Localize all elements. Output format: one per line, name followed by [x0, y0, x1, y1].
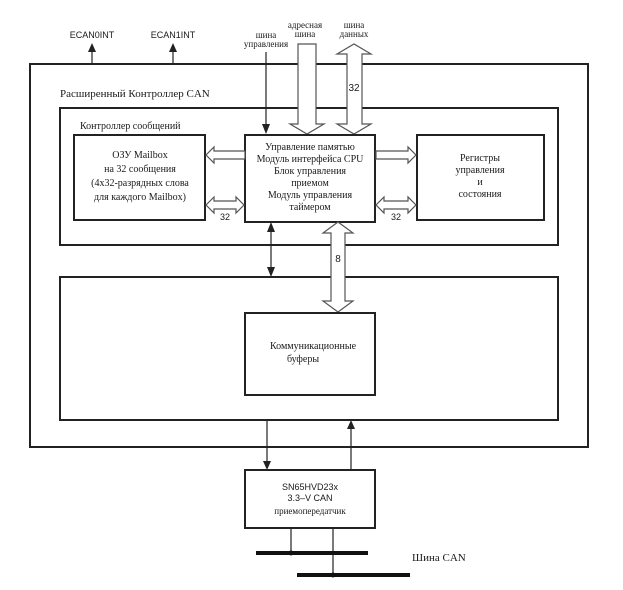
can-l-junction — [330, 572, 336, 578]
mailbox-ram-text-1: ОЗУ Mailbox — [112, 150, 167, 161]
message-controller-title: Контроллер сообщений — [80, 121, 181, 132]
buffer-bus-arrow-icon — [321, 221, 355, 313]
mailbox-ram-text-4: для каждого Mailbox) — [94, 192, 186, 203]
buffer-bus-width-label: 8 — [335, 254, 341, 265]
rx-arrow-icon — [347, 420, 355, 429]
comm-buffers-text-2: буферы — [287, 354, 319, 365]
address-bus-label-2: шина — [295, 29, 316, 39]
cpu-interface-box — [244, 134, 376, 223]
ecan0int-label: ECAN0INT — [70, 30, 115, 40]
mailbox-ram-box — [73, 134, 206, 221]
transceiver-text-1: SN65HVD23x — [282, 482, 339, 492]
comm-buffers-text-1: Коммуникационные — [270, 341, 357, 352]
can-h-junction — [288, 550, 294, 556]
control-bus-label-2: управления — [244, 39, 288, 49]
cpu-link-down-arrow-icon — [267, 267, 275, 277]
data-bus-arrow-icon — [334, 43, 374, 135]
enhanced-controller-title: Расширенный Контроллер CAN — [60, 88, 210, 100]
data-bus-width-label: 32 — [348, 83, 360, 94]
address-bus-arrow-icon — [287, 43, 327, 135]
registers-write-arrow-icon — [375, 145, 417, 165]
registers-box — [416, 134, 545, 221]
left-bus-width-label: 32 — [220, 212, 230, 222]
cpu-block-text-4: приемом — [291, 178, 329, 189]
transceiver-text-3: приемопередатчик — [274, 506, 346, 516]
ecan1int-label: ECAN1INT — [151, 30, 196, 40]
registers-text-1: Регистры — [460, 153, 500, 164]
ecan1int-arrow-icon — [169, 43, 177, 52]
cpu-block-text-3: Блок управления — [274, 166, 346, 177]
cpu-block-text-1: Управление памятью — [265, 142, 355, 153]
transceiver-box — [244, 469, 376, 529]
registers-data-arrow-icon — [375, 195, 417, 215]
comm-buffers-box — [244, 312, 376, 396]
mailbox-ram-text-2: на 32 сообщения — [104, 164, 176, 175]
data-bus-label-1: шина — [344, 20, 365, 30]
can-bus-label: Шина CAN — [412, 552, 466, 564]
transceiver-text-2: 3.3–V CAN — [287, 493, 332, 503]
control-bus-label-1: шина — [256, 30, 277, 40]
address-bus-label-1: адресная — [288, 20, 322, 30]
cpu-block-text-2: Модуль интерфейса CPU — [257, 154, 365, 165]
cpu-block-text-5: Модуль управления — [268, 190, 353, 201]
mailbox-ram-text-3: (4х32-разрядных слова — [91, 178, 189, 189]
registers-text-2: управления — [455, 165, 505, 176]
ecan0int-arrow-icon — [88, 43, 96, 52]
mailbox-write-arrow-icon — [205, 145, 246, 165]
right-bus-width-label: 32 — [391, 212, 401, 222]
cpu-link-up-arrow-icon — [267, 222, 275, 232]
mailbox-data-arrow-icon — [205, 195, 245, 215]
data-bus-label-2: данных — [340, 29, 369, 39]
control-bus-arrow-icon — [262, 124, 270, 134]
registers-text-4: состояния — [458, 189, 501, 200]
tx-arrow-icon — [263, 461, 271, 470]
registers-text-3: и — [477, 177, 483, 188]
cpu-block-text-6: таймером — [289, 202, 331, 213]
